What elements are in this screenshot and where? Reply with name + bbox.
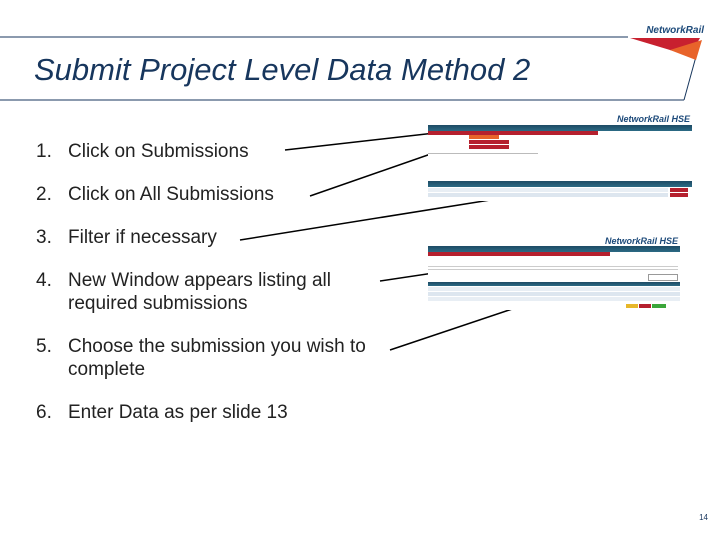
page-number: 14 (699, 513, 708, 522)
step-6: 6.Enter Data as per slide 13 (36, 402, 288, 423)
step-4: 4.New Window appears listing all require… (36, 270, 331, 314)
screenshot-submissions-menu: NetworkRail HSE (428, 113, 692, 201)
slide-title: Submit Project Level Data Method 2 (34, 52, 531, 87)
logo: NetworkRail (646, 25, 704, 36)
step-3: 3.Filter if necessary (36, 227, 217, 248)
step-1: 1.Click on Submissions (36, 141, 249, 162)
screenshot-all-submissions: NetworkRail HSE (428, 236, 680, 310)
step-2: 2.Click on All Submissions (36, 184, 274, 205)
step-5: 5.Choose the submission you wish to comp… (36, 336, 366, 380)
